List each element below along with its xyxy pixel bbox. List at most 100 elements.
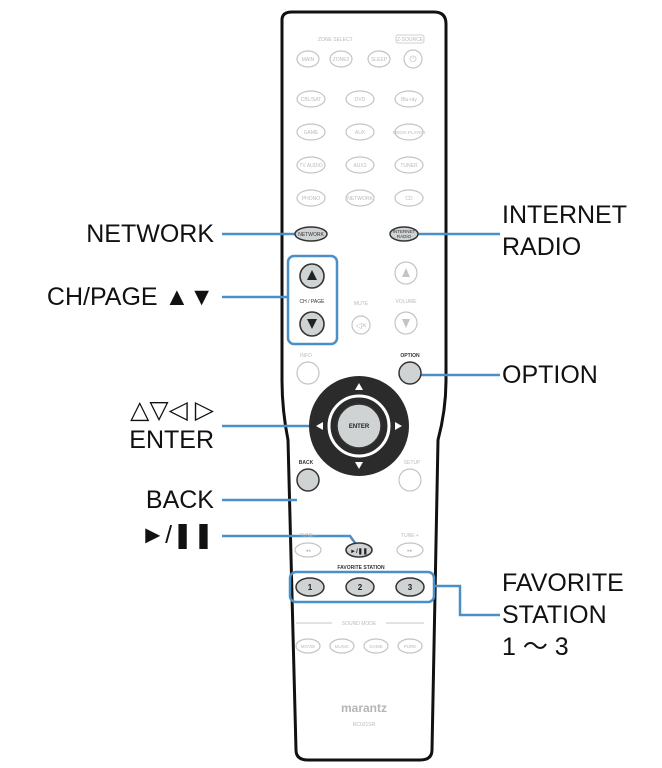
skip-back-icon: ◂◂ bbox=[305, 548, 311, 554]
remote-btn-option[interactable] bbox=[398, 361, 422, 385]
remote-btn-internet-radio[interactable] bbox=[389, 226, 419, 242]
src-btn[interactable] bbox=[345, 189, 375, 207]
remote-ch-page-label: CH / PAGE bbox=[300, 299, 326, 305]
src-label: DVD bbox=[355, 97, 366, 103]
remote-fav-2-label: 2 bbox=[358, 583, 363, 592]
remote-game-label: GAME bbox=[369, 644, 382, 649]
remote-btn-zone2-label: ZONE2 bbox=[333, 57, 350, 63]
remote-sound-mode-label: SOUND MODE bbox=[342, 621, 377, 627]
callout-internet-radio-1: INTERNET bbox=[502, 201, 627, 229]
src-btn[interactable] bbox=[296, 90, 326, 108]
remote-btn-pure[interactable] bbox=[397, 638, 423, 654]
callout-lines bbox=[222, 232, 500, 617]
callout-favorite-1: FAVORITE bbox=[502, 569, 624, 597]
src-label: AUX2 bbox=[353, 163, 366, 169]
remote-top-row: MAIN ZONE2 SLEEP ⏻ bbox=[296, 49, 423, 69]
callout-cursor: △▽◁ ▷ bbox=[130, 396, 214, 424]
remote-btn-inet-label-1: INTERNET bbox=[393, 229, 416, 234]
remote-movie-label: MOVIE bbox=[301, 644, 316, 649]
play-pause-icon: ►/❚❚ bbox=[350, 548, 368, 555]
remote-btn-zone2[interactable] bbox=[329, 50, 353, 68]
remote-back-label: BACK bbox=[299, 460, 314, 466]
remote-btn-tune-minus[interactable] bbox=[294, 542, 322, 558]
triangle-up-icon bbox=[307, 270, 317, 280]
src-btn[interactable] bbox=[345, 156, 375, 174]
mute-icon: ◁× bbox=[356, 321, 367, 330]
remote-header-zsource-box bbox=[395, 34, 425, 44]
remote-mute-label: MUTE bbox=[354, 301, 369, 307]
callout-back: BACK bbox=[145, 486, 214, 514]
skip-forward-icon: ▸▸ bbox=[407, 548, 413, 554]
src-btn[interactable] bbox=[296, 123, 326, 141]
remote-btn-fav-1[interactable] bbox=[295, 577, 325, 597]
remote-btn-network[interactable] bbox=[294, 226, 328, 242]
src-label: CD bbox=[405, 196, 413, 202]
remote-btn-enter[interactable] bbox=[336, 403, 382, 449]
line-favorite bbox=[434, 584, 500, 617]
src-btn[interactable] bbox=[394, 123, 424, 141]
src-label: AUX bbox=[355, 130, 366, 136]
callout-enter: ENTER bbox=[129, 426, 214, 454]
remote-btn-fav-3[interactable] bbox=[395, 577, 425, 597]
src-label: PHONO bbox=[302, 196, 320, 202]
src-btn[interactable] bbox=[394, 90, 424, 108]
favorite-highlight-box bbox=[288, 570, 436, 604]
triangle-up-icon[interactable] bbox=[355, 383, 363, 390]
callout-favorite-3: 1 ～ 3 bbox=[502, 633, 569, 661]
remote-btn-setup[interactable] bbox=[398, 468, 422, 492]
remote-fav-1-label: 1 bbox=[308, 583, 313, 592]
src-label: TV AUDIO bbox=[299, 163, 322, 169]
triangle-up-icon bbox=[402, 268, 410, 277]
remote-setup-label: SETUP bbox=[404, 460, 421, 466]
remote-volume-label: VOLUME bbox=[395, 299, 417, 305]
src-btn[interactable] bbox=[394, 189, 424, 207]
callout-ch-page: CH/PAGE ▲▼ bbox=[46, 283, 214, 311]
remote-btn-movie[interactable] bbox=[295, 638, 321, 654]
remote-header-zone: ZONE SELECT bbox=[318, 37, 353, 43]
remote-btn-vol-up[interactable] bbox=[394, 261, 418, 285]
remote-btn-game[interactable] bbox=[363, 638, 389, 654]
src-btn[interactable] bbox=[345, 90, 375, 108]
remote-pure-label: PURE bbox=[404, 644, 417, 649]
remote-btn-tune-plus[interactable] bbox=[396, 542, 424, 558]
callout-internet-radio-2: RADIO bbox=[502, 233, 582, 261]
remote-btn-sleep-label: SLEEP bbox=[371, 57, 388, 63]
src-btn[interactable] bbox=[296, 156, 326, 174]
remote-model: RC021SR bbox=[353, 722, 376, 728]
src-label: MEDIA PLAYER bbox=[393, 130, 426, 135]
brand-logo: marantz bbox=[341, 701, 387, 715]
src-label: GAME bbox=[304, 130, 319, 136]
src-label: NETWORK bbox=[347, 196, 373, 202]
remote-btn-power[interactable] bbox=[403, 49, 423, 69]
remote-btn-network-label: NETWORK bbox=[298, 232, 324, 238]
remote-btn-vol-down[interactable] bbox=[394, 311, 418, 335]
remote-btn-play-pause[interactable] bbox=[345, 542, 373, 558]
triangle-right-icon[interactable] bbox=[395, 422, 402, 430]
remote-btn-inet-label-2: RADIO bbox=[397, 234, 412, 239]
remote-fav-3-label: 3 bbox=[408, 583, 413, 592]
remote-favorite-label: FAVORITE STATION bbox=[337, 565, 385, 571]
src-btn[interactable] bbox=[394, 156, 424, 174]
triangle-left-icon[interactable] bbox=[316, 422, 323, 430]
callout-option: OPTION bbox=[502, 361, 598, 389]
src-label: Blu-ray bbox=[401, 97, 417, 103]
remote-btn-mute[interactable] bbox=[351, 315, 371, 335]
triangle-down-icon[interactable] bbox=[355, 462, 363, 469]
src-btn[interactable] bbox=[296, 189, 326, 207]
remote-btn-main[interactable] bbox=[296, 50, 320, 68]
remote-btn-music[interactable] bbox=[329, 638, 355, 654]
power-icon: ⏻ bbox=[409, 54, 416, 64]
src-btn[interactable] bbox=[345, 123, 375, 141]
remote-btn-sleep[interactable] bbox=[367, 50, 391, 68]
remote-header-zsource: Z-SOURCE bbox=[397, 37, 424, 43]
remote-cursor-inner-ring bbox=[327, 394, 391, 458]
remote-enter-label: ENTER bbox=[349, 424, 370, 430]
triangle-down-icon bbox=[402, 319, 410, 328]
remote-btn-info[interactable] bbox=[296, 361, 320, 385]
callout-favorite-2: STATION bbox=[502, 601, 607, 629]
triangle-down-icon bbox=[307, 319, 317, 329]
src-label: TUNER bbox=[400, 163, 418, 169]
remote-btn-back[interactable] bbox=[296, 468, 320, 492]
remote-btn-fav-2[interactable] bbox=[345, 577, 375, 597]
